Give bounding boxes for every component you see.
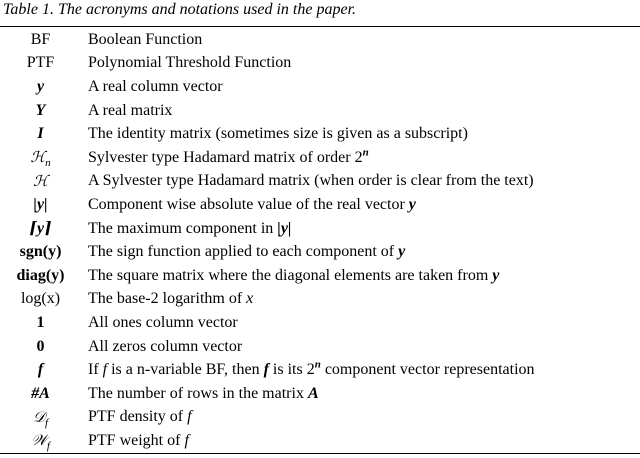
description-math: y: [408, 195, 416, 213]
description-text: The maximum component in: [88, 219, 274, 237]
description-text: PTF density of: [88, 408, 184, 426]
symbol-subscript: n: [45, 157, 51, 170]
description-math: f: [187, 408, 192, 426]
symbol-cell: 𝒟f: [0, 407, 81, 429]
table-row: BF Boolean Function: [0, 28, 640, 52]
description-cell: A real column vector: [88, 77, 223, 95]
description-text: Component wise absolute value of the rea…: [88, 195, 405, 213]
table-caption: Table 1. The acronyms and notations used…: [3, 1, 357, 18]
description-cell: The number of rows in the matrix A: [81, 384, 640, 404]
description-math: x: [246, 290, 254, 308]
description-cell: A Sylvester type Hadamard matrix (when o…: [88, 172, 534, 190]
description-text: The square matrix where the diagonal ele…: [88, 266, 489, 284]
symbol-cell: ⌈y⌉: [29, 219, 52, 237]
description-superscript: n: [314, 358, 321, 371]
symbol-cell: |y|: [33, 195, 48, 213]
description-cell: The base-2 logarithm of x: [81, 289, 640, 309]
symbol-cell: y: [36, 77, 45, 95]
description-text: component vector representation: [324, 361, 535, 379]
description-text: If: [88, 361, 99, 379]
table-row: 1 All ones column vector: [0, 311, 640, 335]
description-cell: The maximum component in |y|: [81, 219, 640, 239]
description-text: The base-2 logarithm of: [88, 290, 243, 308]
description-math: y: [492, 266, 500, 284]
symbol-cell: PTF: [26, 54, 55, 72]
description-cell: Sylvester type Hadamard matrix of order …: [81, 146, 640, 168]
description-cell: All zeros column vector: [88, 337, 243, 355]
symbol-cell: 𝒲f: [0, 430, 81, 453]
description-cell: All ones column vector: [88, 313, 238, 331]
table-row: Y A real matrix: [0, 99, 640, 123]
description-text: is its 2: [272, 361, 315, 379]
table-row: 𝒲f PTF weight of f: [0, 429, 640, 453]
description-cell: A real matrix: [88, 101, 173, 119]
symbol-main: ℋ: [30, 148, 46, 167]
table-row: ℋn Sylvester type Hadamard matrix of ord…: [0, 146, 640, 170]
symbol-subscript: f: [44, 416, 49, 429]
symbol-cell: ℋn: [0, 147, 81, 170]
description-math: y: [398, 243, 406, 261]
description-cell: The identity matrix (sometimes size is g…: [88, 125, 468, 143]
symbol-cell: 0: [36, 337, 45, 355]
description-math: f: [184, 431, 189, 449]
table-row: I The identity matrix (sometimes size is…: [0, 122, 640, 146]
description-text: The number of rows in the matrix: [88, 384, 304, 402]
table-row: f If f is a n-variable BF, then f is its…: [0, 358, 640, 382]
symbol-cell: ℋ: [0, 171, 81, 192]
description-cell: Component wise absolute value of the rea…: [81, 195, 640, 215]
description-cell: The sign function applied to each compon…: [81, 242, 640, 262]
table-row: log(x) The base-2 logarithm of x: [0, 288, 640, 312]
symbol-main: 𝒟: [32, 407, 45, 426]
table-row: |y| Component wise absolute value of the…: [0, 193, 640, 217]
symbol-cell: BF: [30, 30, 51, 48]
description-cell: PTF density of f: [81, 407, 640, 427]
notation-table: BF Boolean Function PTF Polynomial Thres…: [0, 26, 640, 454]
symbol-cell: log(x): [20, 290, 61, 308]
table-row: 0 All zeros column vector: [0, 335, 640, 359]
symbol-cell: diag(y): [16, 266, 65, 284]
table-row: ⌈y⌉ The maximum component in |y|: [0, 217, 640, 241]
description-cell: If f is a n-variable BF, then f is its 2…: [81, 358, 640, 380]
description-text: PTF weight of: [88, 431, 181, 449]
symbol-main: 𝒲: [31, 431, 47, 450]
symbol-cell: sgn(y): [19, 243, 62, 261]
description-math: A: [307, 384, 319, 402]
table-row: PTF Polynomial Threshold Function: [0, 52, 640, 76]
description-text: is a n-variable BF, then: [111, 361, 260, 379]
table-row: diag(y) The square matrix where the diag…: [0, 264, 640, 288]
table-row: 𝒟f PTF density of f: [0, 406, 640, 430]
symbol-cell: 1: [36, 313, 45, 331]
symbol-cell: #A: [31, 384, 50, 402]
table-row: sgn(y) The sign function applied to each…: [0, 240, 640, 264]
description-text: The sign function applied to each compon…: [88, 243, 395, 261]
symbol-cell: f: [37, 361, 44, 379]
table-row: ℋ A Sylvester type Hadamard matrix (when…: [0, 170, 640, 194]
table-row: #A The number of rows in the matrix A: [0, 382, 640, 406]
description-math: f: [263, 361, 269, 379]
table-row: y A real column vector: [0, 75, 640, 99]
description-math: f: [102, 361, 108, 379]
description-cell: The square matrix where the diagonal ele…: [81, 266, 640, 286]
symbol-cell: I: [37, 125, 44, 143]
symbol-subscript: f: [46, 440, 50, 453]
description-superscript: n: [362, 146, 369, 159]
description-math: |y|: [277, 219, 292, 237]
description-cell: PTF weight of f: [81, 431, 640, 451]
symbol-main: ℋ: [33, 171, 48, 190]
description-cell: Boolean Function: [88, 30, 203, 48]
symbol-cell: Y: [35, 101, 46, 119]
description-cell: Polynomial Threshold Function: [88, 54, 292, 72]
description-text: Sylvester type Hadamard matrix of order …: [88, 148, 363, 166]
